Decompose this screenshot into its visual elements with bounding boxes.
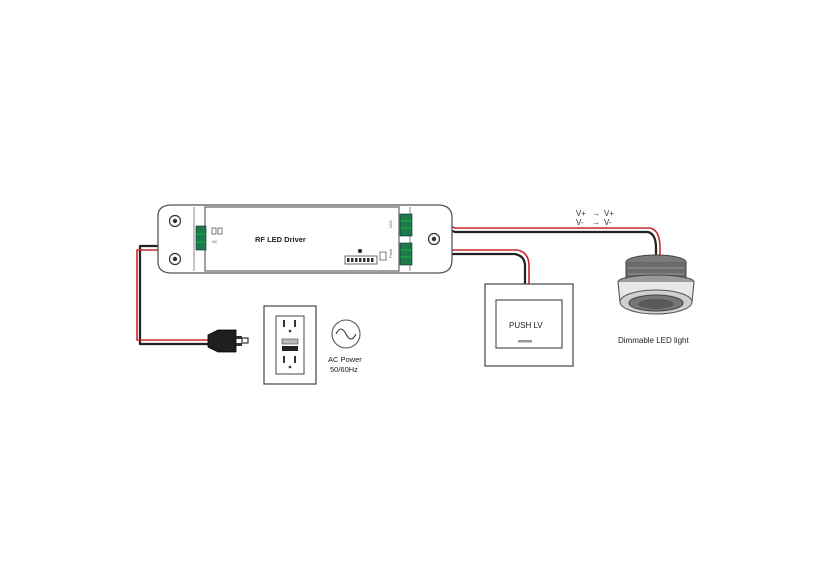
ac-terminal-label: AC <box>212 239 218 244</box>
vplus-to-label: V+ <box>604 209 614 218</box>
vplus-arrow: → <box>592 209 600 218</box>
ac-sine-icon <box>331 319 361 349</box>
dip-switch-icon <box>344 255 378 265</box>
push-switch-indicator <box>518 340 532 343</box>
push-cable-red <box>411 249 530 285</box>
ac-plug-icon <box>207 329 249 353</box>
led-terminal-label: LED <box>388 220 393 228</box>
dimmable-led-light-icon <box>617 254 695 315</box>
push-terminal <box>399 242 413 266</box>
screw-hole-icon <box>168 252 182 266</box>
driver-title: RF LED Driver <box>255 235 306 244</box>
push-switch-label: PUSH LV <box>509 321 543 330</box>
led-output-terminal <box>399 213 413 237</box>
led-cable-black <box>410 224 658 260</box>
vminus-to-label: V- <box>604 218 612 227</box>
vplus-from-label: V+ <box>576 209 586 218</box>
push-cable-black <box>410 252 527 286</box>
screw-hole-icon <box>427 232 441 246</box>
ac-power-label: AC Power <box>328 355 362 364</box>
led-cable-red <box>411 221 661 259</box>
output-labels: V+ → V+ V- → V- <box>576 209 614 227</box>
rf-led-driver: AC LED Push RF LED Driver <box>157 204 453 274</box>
vminus-from-label: V- <box>576 218 584 227</box>
screw-hole-icon <box>168 214 182 228</box>
led-light-label: Dimmable LED light <box>618 336 689 345</box>
button-icon <box>379 251 387 261</box>
vminus-arrow: → <box>592 218 600 227</box>
ac-input-terminal <box>195 225 223 251</box>
ac-frequency-label: 50/60Hz <box>330 365 358 374</box>
status-led-icon <box>358 249 362 253</box>
push-switch <box>484 283 574 367</box>
push-terminal-label: Push <box>388 249 393 258</box>
wall-outlet-icon <box>263 305 317 385</box>
